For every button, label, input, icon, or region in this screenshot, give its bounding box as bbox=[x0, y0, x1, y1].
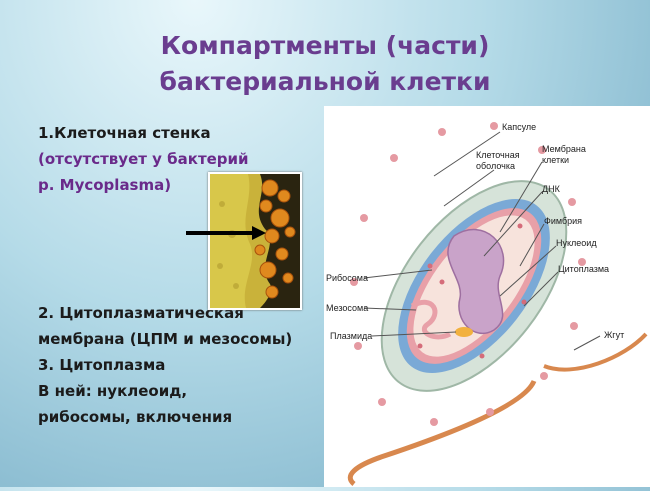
item-cell-wall-note-2: р. Mycoplasma) bbox=[38, 176, 172, 194]
label-cell-wall-2: оболочка bbox=[476, 161, 515, 171]
arrow-pointer bbox=[186, 226, 266, 240]
flagellum-tail bbox=[347, 379, 537, 486]
label-nucleoid: Нуклеоид bbox=[556, 238, 597, 248]
item-membrane-2: мембрана (ЦПМ и мезосомы) bbox=[38, 330, 293, 348]
label-cytoplasm: Цитоплазма bbox=[558, 264, 609, 274]
label-membrane-2: клетки bbox=[542, 155, 569, 165]
item-cell-wall-note-1: (отсутствует у бактерий bbox=[38, 150, 249, 168]
plasmid-shape bbox=[455, 327, 473, 337]
mycoplasma-photo bbox=[208, 172, 302, 310]
label-ribosome: Рибосома bbox=[326, 273, 368, 283]
label-capsule: Капсуле bbox=[502, 122, 536, 132]
item-cytoplasm-detail-1: В ней: нуклеоид, bbox=[38, 382, 188, 400]
item-cytoplasm-detail-2: рибосомы, включения bbox=[38, 408, 233, 426]
label-dna: ДНК bbox=[542, 184, 561, 194]
label-plasmid: Плазмида bbox=[330, 331, 372, 341]
bacterial-cell-image: Капсуле Клеточная оболочка Мембрана клет… bbox=[326, 122, 648, 486]
item-cytoplasm: 3. Цитоплазма bbox=[38, 356, 166, 374]
item-membrane-1: 2. Цитоплазматическая bbox=[38, 304, 244, 322]
title-line-1: Компартменты (части) bbox=[160, 31, 490, 60]
item-cell-wall: 1.Клеточная стенка bbox=[38, 124, 211, 142]
label-flagellum: Жгут bbox=[604, 330, 624, 340]
ribosome-dots bbox=[417, 223, 527, 359]
title-line-2: бактериальной клетки bbox=[159, 67, 491, 96]
slide-title: Компартменты (части) бактериальной клетк… bbox=[0, 28, 650, 100]
bacterial-cell-diagram: Капсуле Клеточная оболочка Мембрана клет… bbox=[324, 106, 650, 487]
nucleoid-shape bbox=[447, 228, 505, 335]
mesosome-shape bbox=[410, 299, 452, 340]
fimbriae-dots bbox=[350, 122, 586, 426]
flagellum-shape bbox=[543, 332, 648, 372]
mycoplasma-photo-image bbox=[210, 174, 300, 308]
label-cell-wall-1: Клеточная bbox=[476, 150, 520, 160]
label-membrane-1: Мембрана bbox=[542, 144, 586, 154]
label-mesosome: Мезосома bbox=[326, 303, 368, 313]
label-fimbria: Фимбрия bbox=[544, 216, 582, 226]
